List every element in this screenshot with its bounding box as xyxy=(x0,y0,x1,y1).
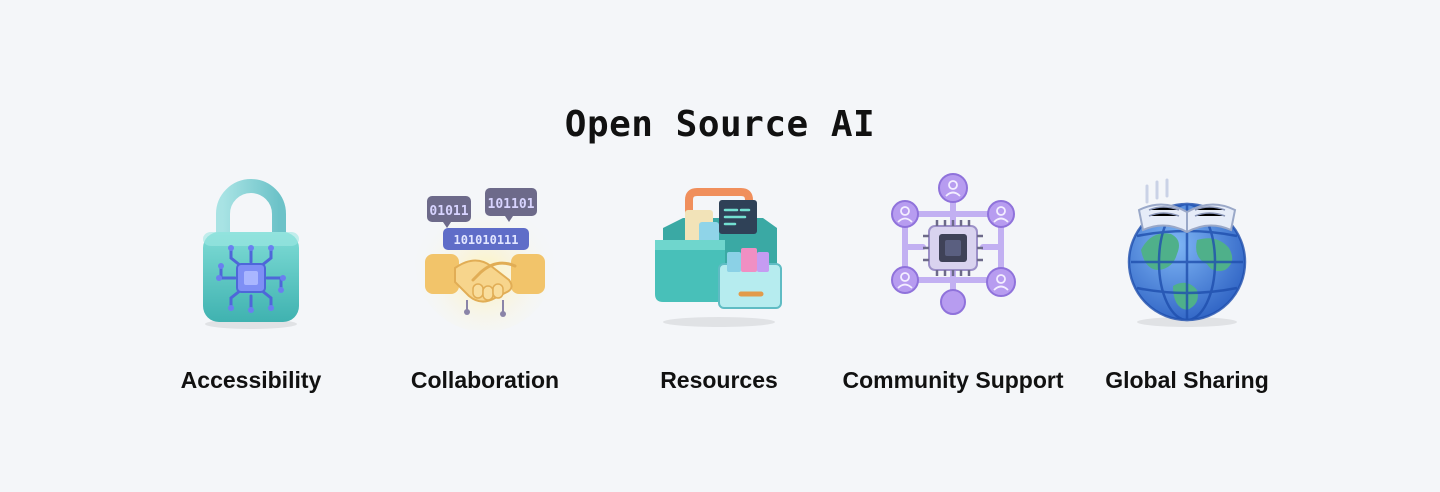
feature-collaboration: 01011 101101 101010111 Collaboration xyxy=(368,170,602,410)
padlock-circuit-icon xyxy=(181,170,321,330)
feature-global-sharing: Global Sharing xyxy=(1070,170,1304,410)
feature-label: Global Sharing xyxy=(1105,367,1269,393)
bubble-text: 101010111 xyxy=(453,233,518,247)
globe-book-icon xyxy=(1117,170,1257,330)
feature-label: Accessibility xyxy=(180,367,322,393)
feature-label: Resources xyxy=(660,367,778,393)
bubble-text: 101101 xyxy=(488,197,535,212)
bubble-text: 01011 xyxy=(429,204,468,219)
feature-community-support: Community Support xyxy=(836,170,1070,410)
page-title: Open Source AI xyxy=(564,104,876,146)
network-chip-icon xyxy=(883,170,1023,330)
toolbox-icon xyxy=(649,170,789,330)
feature-resources: Resources xyxy=(602,170,836,410)
feature-label: Community Support xyxy=(842,367,1064,393)
handshake-binary-icon: 01011 101101 101010111 xyxy=(415,170,555,330)
feature-accessibility: Accessibility xyxy=(134,170,368,410)
feature-label: Collaboration xyxy=(410,367,560,393)
